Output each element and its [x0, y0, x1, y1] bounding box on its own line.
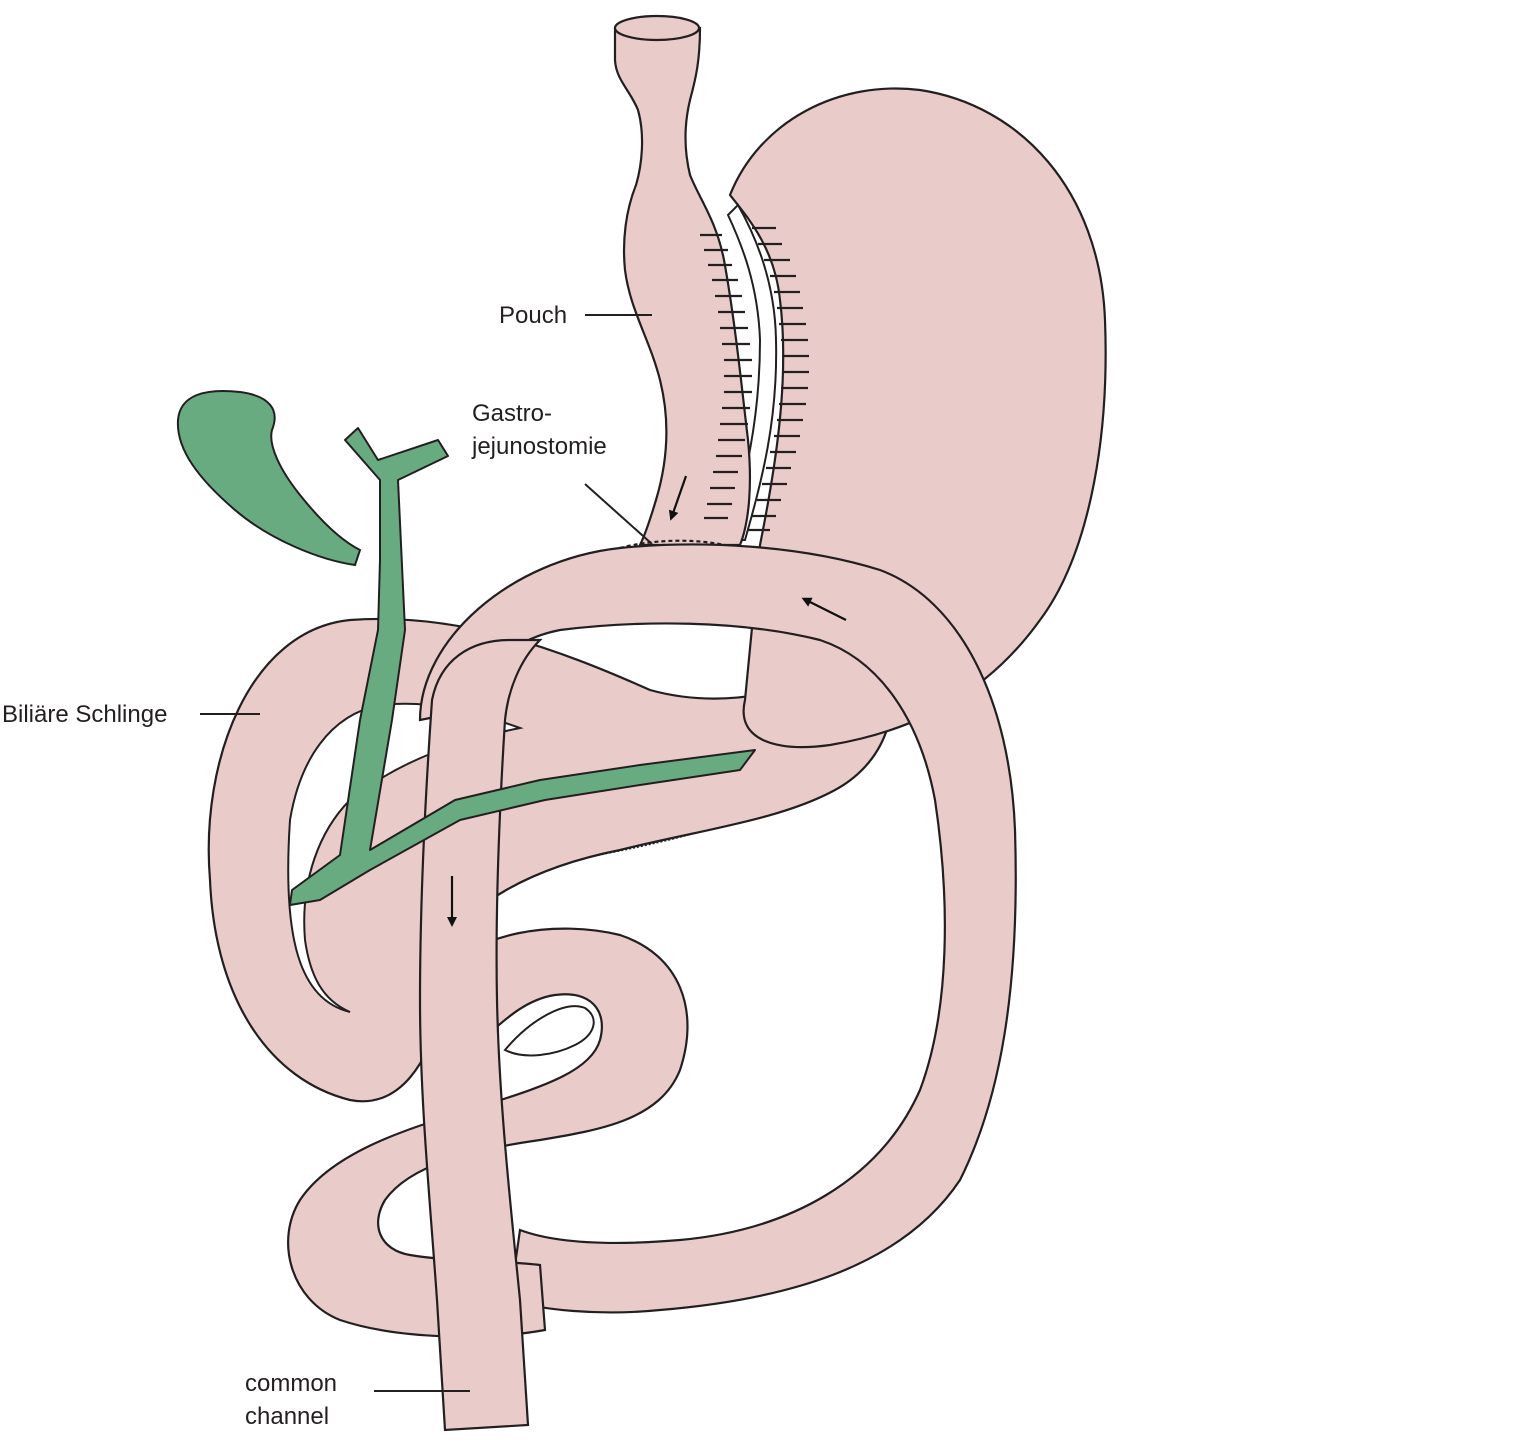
label-biliaere-schlinge: Biliäre Schlinge — [2, 701, 168, 728]
flow-arrow-alimentary — [801, 597, 847, 621]
oesophagus-opening — [613, 14, 701, 42]
staple-line-right — [748, 226, 809, 532]
label-common-channel-line1: common — [245, 1370, 338, 1397]
label-gastrojejunostomie-line2: jejunostomie — [472, 433, 607, 460]
label-gastrojejunostomie: Gastro- jejunostomie — [472, 397, 607, 463]
flow-arrow-pouch — [668, 475, 688, 521]
label-common-channel-line2: channel — [245, 1403, 330, 1430]
bile-duct — [289, 427, 756, 906]
label-gastrojejunostomie-line1: Gastro- — [472, 400, 553, 427]
gastrojejunostomy-seam — [619, 539, 726, 550]
label-pouch: Pouch — [499, 302, 568, 329]
common-channel — [418, 638, 543, 1432]
gastric-pouch — [613, 26, 751, 547]
label-common-channel: common channel — [245, 1367, 337, 1433]
leader-gastro — [584, 483, 653, 545]
small-bowel-coil-inner — [503, 1005, 595, 1057]
staple-line-left — [700, 233, 752, 520]
gallbladder — [176, 389, 362, 567]
alimentary-loop — [418, 543, 1017, 1314]
